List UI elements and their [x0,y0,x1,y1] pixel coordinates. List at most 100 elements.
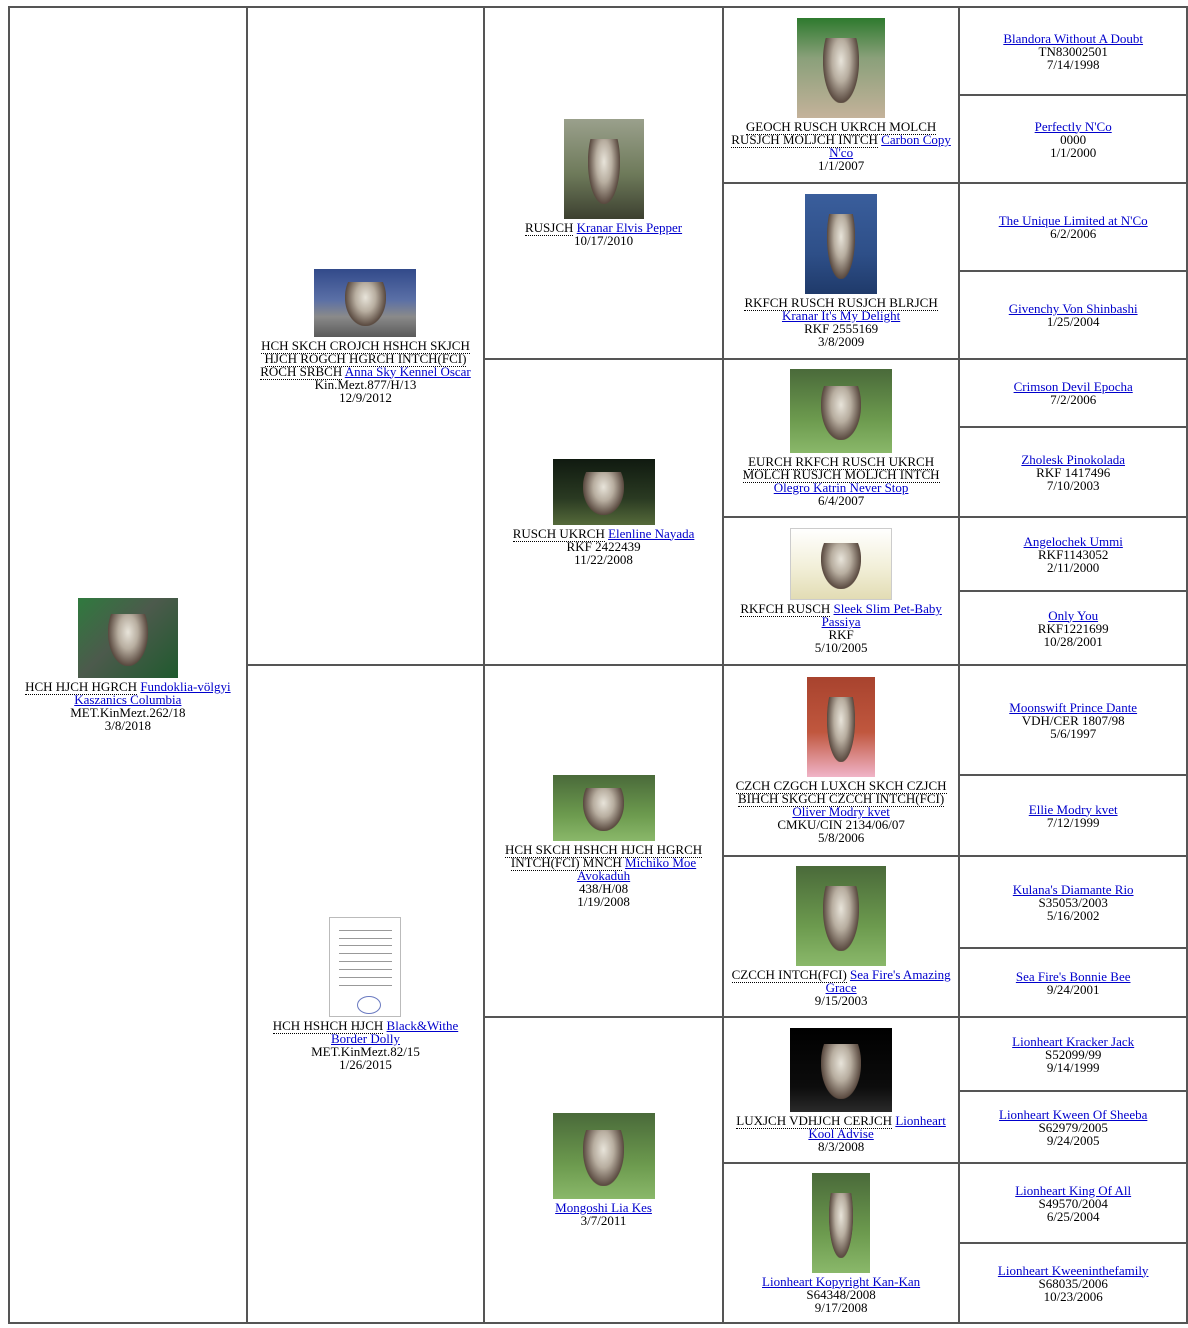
gen3-h-reg: S64348/2008 [806,1286,876,1302]
gen2-c-titles: HCH SKCH HSHCH HJCH HGRCH INTCH(FCI) MNC… [504,841,703,871]
gen4-10-date: 7/12/1999 [1046,814,1100,830]
gen3-e-date: 5/8/2006 [817,830,865,845]
gen2-cell-c: HCH SKCH HSHCH HJCH HGRCH INTCH(FCI) MNC… [483,664,724,1018]
gen3-d-titles: RKFCH RUSCH [740,601,831,617]
gen2-c-date: 1/19/2008 [577,893,630,909]
sire-reg: Kin.Mezt.877/H/13 [314,376,417,392]
gen3-c-photo[interactable] [790,369,893,453]
gen4-7-date: 2/11/2000 [1047,559,1100,575]
gen3-a-titles: GEOCH RUSCH UKRCH MOLCH RUSJCH MOLJCH IN… [731,119,937,148]
gen4-6-date: 7/10/2003 [1046,477,1100,493]
gen3-f-date: 9/15/2003 [814,993,868,1008]
gen3-h-date: 9/17/2008 [814,1299,868,1315]
gen4-14-name-link[interactable]: Lionheart Kween Of Sheeba [999,1106,1148,1122]
gen4-cell-4: Givenchy Von Shinbashi 1/25/2004 [958,270,1188,360]
dam-name-link[interactable]: Black&Withe Border Dolly [331,1018,459,1046]
gen4-8-reg: RKF1221699 [1037,620,1109,636]
gen4-cell-16: Lionheart Kweeninthefamily S68035/2006 1… [958,1242,1188,1324]
dam-titles: HCH HSHCH HJCH [272,1018,384,1034]
subject-date: 3/8/2018 [104,718,151,733]
subject-dog-photo[interactable] [77,598,178,678]
gen4-9-name-link[interactable]: Moonswift Prince Dante [1009,699,1138,715]
gen4-12-date: 9/24/2001 [1046,981,1100,997]
gen4-cell-6: Zholesk Pinokolada RKF 1417496 7/10/2003 [958,426,1188,518]
gen3-g-photo[interactable] [790,1027,893,1112]
gen4-13-name-link[interactable]: Lionheart Kracker Jack [1012,1033,1135,1049]
gen2-c-name-link[interactable]: Michiko Moe Avokaduh [576,854,697,883]
gen4-4-name-link[interactable]: Givenchy Von Shinbashi [1008,301,1138,316]
gen4-9-reg: VDH/CER 1807/98 [1021,712,1125,728]
gen4-cell-13: Lionheart Kracker Jack S52099/99 9/14/19… [958,1016,1188,1092]
gen3-f-name-link[interactable]: Sea Fire's Amazing Grace [825,967,951,995]
gen2-a-photo[interactable] [563,119,644,219]
gen4-15-reg: S49570/2004 [1038,1195,1108,1211]
gen3-g-name-link[interactable]: Lionheart Kool Advise [808,1112,946,1141]
gen3-f-photo[interactable] [796,866,887,966]
gen4-cell-14: Lionheart Kween Of Sheeba S62979/2005 9/… [958,1090,1188,1164]
gen4-cell-9: Moonswift Prince Dante VDH/CER 1807/98 5… [958,664,1188,776]
gen3-e-name-link[interactable]: Oliver Modry kvet [792,804,890,819]
gen4-12-name-link[interactable]: Sea Fire's Bonnie Bee [1015,968,1131,984]
gen4-15-name-link[interactable]: Lionheart King Of All [1015,1182,1132,1198]
gen4-cell-2: Perfectly N'Co 0000 1/1/2000 [958,94,1188,184]
sire-name-link[interactable]: Anna Sky Kennel Oscar [344,363,471,379]
gen4-10-name-link[interactable]: Ellie Modry kvet [1028,801,1118,817]
gen3-d-reg: RKF [828,627,854,642]
gen4-cell-3: The Unique Limited at N'Co 6/2/2006 [958,182,1188,272]
gen3-e-photo[interactable] [807,677,876,777]
gen3-b-photo[interactable] [805,194,878,294]
dam-document-photo[interactable] [329,917,402,1017]
gen2-d-photo[interactable] [552,1113,655,1199]
gen2-c-reg: 438/H/08 [578,880,629,896]
gen4-7-name-link[interactable]: Angelochek Ummi [1023,533,1123,549]
gen4-4-date: 1/25/2004 [1046,314,1100,329]
gen4-cell-1: Blandora Without A Doubt TN83002501 7/14… [958,6,1188,96]
gen4-11-name-link[interactable]: Kulana's Diamante Rio [1012,881,1134,897]
gen2-a-name-link[interactable]: Kranar Elvis Pepper [576,220,683,235]
sire-photo[interactable] [314,268,417,337]
gen4-5-name-link[interactable]: Crimson Devil Epocha [1013,379,1133,394]
gen3-h-photo[interactable] [812,1172,871,1273]
gen3-c-name-link[interactable]: Olegro Katrin Never Stop [773,480,909,495]
gen4-cell-8: Only You RKF1221699 10/28/2001 [958,590,1188,666]
gen4-9-date: 5/6/1997 [1050,725,1097,741]
dam-cell: HCH HSHCH HJCH Black&Withe Border Dolly … [245,664,486,1324]
subject-name-link[interactable]: Fundoklia-völgyi Kaszanics Columbia [74,679,231,707]
gen2-c-photo[interactable] [552,774,655,841]
gen4-2-name-link[interactable]: Perfectly N'Co [1034,118,1112,134]
gen4-2-reg: 0000 [1060,131,1087,147]
gen3-a-photo[interactable] [797,18,886,118]
gen4-6-name-link[interactable]: Zholesk Pinokolada [1021,451,1125,467]
gen3-cell-b: RKFCH RUSCH RUSJCH BLRJCH Kranar It's My… [721,182,961,360]
gen3-h-name-link[interactable]: Lionheart Kopyright Kan-Kan [762,1273,921,1289]
gen2-b-photo[interactable] [552,458,655,525]
pedigree-table: HCH HJCH HGRCH Fundoklia-völgyi Kaszanic… [8,6,1188,1324]
gen4-8-name-link[interactable]: Only You [1048,607,1099,623]
gen4-16-reg: S68035/2006 [1038,1275,1108,1291]
gen2-d-name-link[interactable]: Mongoshi Lia Kes [555,1200,652,1215]
dam-date: 1/26/2015 [339,1057,392,1072]
gen3-cell-h: Lionheart Kopyright Kan-Kan S64348/2008 … [721,1162,961,1324]
gen2-b-name-link[interactable]: Elenline Nayada [608,525,695,541]
gen2-d-date: 3/7/2011 [580,1213,627,1228]
gen3-a-name-link[interactable]: Carbon Copy N'co [829,132,951,160]
gen3-b-name-link[interactable]: Kranar It's My Delight [781,308,901,323]
gen3-d-photo[interactable] [790,528,893,600]
pedigree-subject: HCH HJCH HGRCH Fundoklia-völgyi Kaszanic… [8,6,248,1324]
gen2-a-titles: RUSJCH [525,220,574,236]
gen3-a-date: 1/1/2007 [817,158,865,173]
gen4-1-name-link[interactable]: Blandora Without A Doubt [1003,30,1144,46]
gen4-14-reg: S62979/2005 [1038,1119,1108,1135]
gen2-a-date: 10/17/2010 [573,233,634,248]
gen4-13-reg: S52099/99 [1045,1046,1102,1062]
gen2-b-titles: RUSCH UKRCH [512,525,605,542]
gen2-cell-a: RUSJCH Kranar Elvis Pepper 10/17/2010 [483,6,724,360]
gen4-16-name-link[interactable]: Lionheart Kweeninthefamily [997,1262,1149,1278]
gen4-cell-5: Crimson Devil Epocha 7/2/2006 [958,358,1188,428]
gen4-3-name-link[interactable]: The Unique Limited at N'Co [998,213,1148,228]
gen4-11-date: 5/16/2002 [1046,907,1100,923]
gen3-g-titles: LUXJCH VDHJCH CERJCH [736,1112,893,1129]
gen2-b-reg: RKF 2422439 [566,538,641,554]
gen4-11-reg: S35053/2003 [1038,894,1108,910]
gen3-d-name-link[interactable]: Sleek Slim Pet-Baby Passiya [821,601,942,629]
